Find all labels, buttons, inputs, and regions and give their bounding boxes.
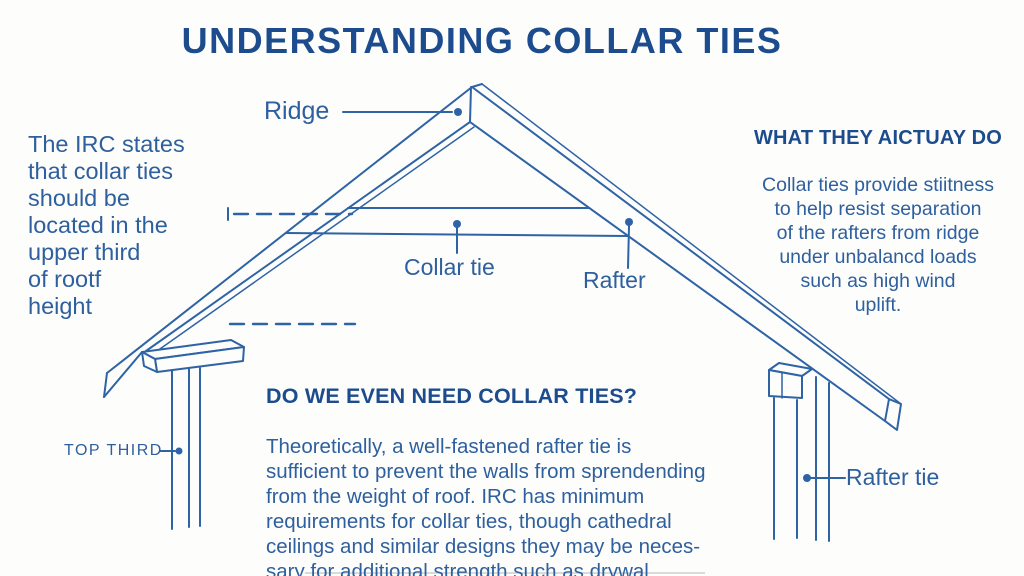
top-third-label: TOP THIRD bbox=[64, 442, 163, 459]
rafter-tie-pointer-dot bbox=[803, 474, 811, 482]
do-we-need-body: Theoretically, a well-fastened rafter ti… bbox=[266, 435, 706, 576]
collar-tie-pointer-dot bbox=[453, 220, 461, 228]
right-rafter-bottom-edge bbox=[469, 121, 886, 422]
left-rafter-tail-cut bbox=[103, 372, 108, 398]
left-rafter-bottom-edge bbox=[145, 121, 471, 352]
left-rafter-face-line bbox=[149, 126, 475, 357]
right-rafter-top-edge bbox=[471, 86, 890, 400]
irc-upper-third-note: The IRC states that collar ties should b… bbox=[28, 131, 185, 319]
left-plate-side-face bbox=[141, 351, 158, 373]
collar-tie-label: Collar tie bbox=[404, 254, 495, 280]
what-they-do-note: WHAT THEY AICTUAY DO Collar ties provide… bbox=[712, 109, 1024, 335]
ridge-board-edge bbox=[469, 86, 472, 123]
what-they-do-heading: WHAT THEY AICTUAY DO bbox=[753, 127, 1003, 149]
ridge-pointer-dot bbox=[454, 108, 462, 116]
upper-third-markers bbox=[227, 207, 357, 326]
rafter-label: Rafter bbox=[583, 267, 646, 293]
top-third-pointer-dot bbox=[175, 447, 183, 455]
what-they-do-body: Collar ties provide stiitness to help re… bbox=[762, 174, 994, 316]
label-pointers bbox=[159, 108, 846, 482]
left-wall bbox=[141, 339, 245, 530]
right-plate-front-face bbox=[768, 369, 803, 399]
right-rafter-end-cap bbox=[884, 398, 902, 431]
rafter-tie-label: Rafter tie bbox=[846, 464, 940, 490]
left-rafter-top-edge bbox=[106, 86, 473, 374]
right-rafter-face-line bbox=[481, 83, 902, 405]
right-wall bbox=[768, 362, 830, 542]
roof-frame bbox=[103, 83, 902, 431]
ridge-apex-top-edge bbox=[471, 83, 483, 88]
page-title: UNDERSTANDING COLLAR TIES bbox=[181, 20, 783, 61]
do-we-need-heading: DO WE EVEN NEED COLLAR TIES? bbox=[266, 384, 638, 408]
do-we-need-note: DO WE EVEN NEED COLLAR TIES? Theoretical… bbox=[266, 366, 766, 576]
rafter-pointer-line bbox=[627, 225, 630, 269]
left-rafter-tail-underside bbox=[103, 351, 143, 398]
rafter-pointer-dot bbox=[625, 218, 633, 226]
ridge-label: Ridge bbox=[264, 97, 330, 125]
